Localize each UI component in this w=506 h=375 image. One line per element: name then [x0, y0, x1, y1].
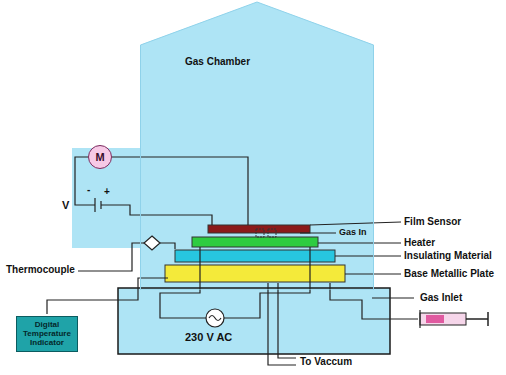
drawing-stroke: [94, 198, 95, 212]
chamber-fill: [140, 2, 374, 290]
thermocouple-wires: [47, 243, 175, 314]
temperature-indicator-box: Digital Temperature Indicator: [16, 316, 78, 352]
drawing-stroke: [419, 310, 420, 328]
part-label: To Vaccum: [300, 356, 352, 367]
gas-inlet-line: [330, 283, 418, 319]
drawing-stroke: [426, 315, 444, 323]
indicator-label: Digital Temperature Indicator: [19, 320, 75, 348]
drawing-stroke: [160, 247, 206, 318]
gas-chamber: Gas Chamber: [140, 0, 374, 290]
meter-circle: M: [88, 145, 112, 169]
part-label: Gas In: [339, 228, 367, 238]
drawing-stroke: [310, 222, 401, 225]
ac-symbol: [209, 316, 221, 321]
meter-symbol: M: [95, 151, 104, 163]
drawing-stroke: [318, 243, 401, 244]
base-metallic-plate: [165, 265, 345, 282]
heater-plate: [192, 237, 318, 247]
part-label: Heater: [404, 237, 435, 248]
polarity-sign: +: [104, 186, 110, 197]
part-label: Film Sensor: [404, 216, 461, 227]
drawing-stroke: [78, 243, 144, 271]
drawing-stroke: [330, 283, 418, 319]
part-label: Thermocouple: [6, 264, 75, 275]
ac-source: [206, 309, 224, 327]
syringe: [420, 310, 488, 328]
drawing-stroke: [372, 297, 414, 298]
drawing-stroke: [268, 229, 276, 237]
drawing-stroke: [466, 318, 488, 320]
insulating-material: [175, 250, 335, 262]
drawing-stroke: [256, 229, 264, 237]
drawing-stroke: [335, 256, 401, 257]
polarity-sign: -: [87, 184, 90, 195]
drawing-stroke: [487, 312, 489, 326]
battery-label: V: [62, 199, 69, 211]
drawing-stroke: [420, 313, 466, 325]
drawing-stroke: [300, 233, 336, 234]
thermocouple-junction: [144, 236, 160, 250]
part-label: Gas Inlet: [420, 292, 462, 303]
supply-label: 230 V AC: [185, 331, 232, 343]
chamber-outline: [141, 2, 374, 290]
vacuum-pipe: [268, 283, 296, 365]
drawing-stroke: [278, 283, 296, 358]
drawing-stroke: [101, 205, 212, 225]
part-label: Base Metallic Plate: [404, 268, 494, 279]
drawing-stroke: [224, 247, 310, 318]
leader-lines: [300, 222, 401, 274]
drawing-stroke: [47, 278, 168, 314]
heater-supply-wires: [160, 247, 310, 318]
base-housing: [118, 288, 390, 354]
chamber-outline: [140, 0, 374, 290]
heater-terminals: [256, 229, 276, 237]
part-label: Insulating Material: [404, 250, 492, 261]
drawing-stroke: [268, 283, 296, 365]
drawing-stroke: [160, 243, 175, 249]
chamber-title: Gas Chamber: [185, 56, 250, 67]
